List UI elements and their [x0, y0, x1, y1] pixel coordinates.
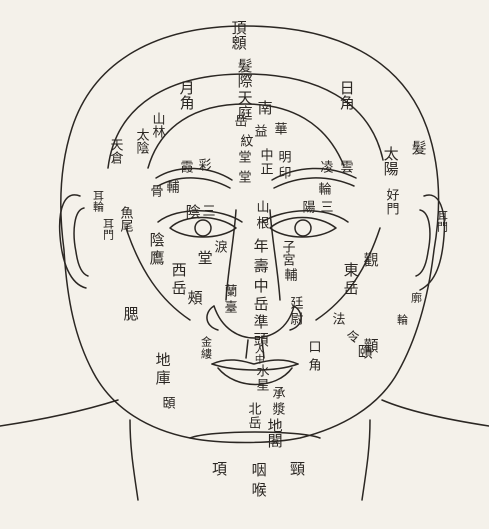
label-chuan: 廷 [288, 296, 302, 309]
label-yang3: 陽 [300, 200, 314, 213]
label-lanyai: 蘭 [222, 284, 236, 297]
label-shui: 水 [254, 364, 268, 377]
label-shanlin: 山林 [150, 112, 164, 138]
label-ku: 庫 [154, 370, 170, 385]
label-shan: 山 [254, 200, 268, 213]
label-san2: 三 [318, 200, 332, 213]
nostril-left [207, 306, 218, 330]
label-gu: 骨 [148, 184, 162, 197]
label-jia: 頰 [186, 290, 202, 305]
label-cheng: 承 [270, 386, 284, 399]
label-yinzhi: 陰 [148, 232, 164, 247]
label-xing: 星 [254, 378, 268, 391]
label-tang1: 堂 [236, 150, 250, 163]
label-dongyue: 東 [342, 262, 358, 277]
label-ermen: 耳門 [102, 218, 113, 240]
label-men: 門 [384, 202, 398, 215]
label-yuwei: 魚尾 [118, 206, 132, 232]
label-yan3: 咽 [250, 462, 266, 477]
label-lun2: 輪 [396, 314, 407, 325]
label-yue: 岳 [232, 114, 246, 127]
label-ling: 令 [344, 330, 358, 343]
label-zheng: 正 [258, 162, 272, 175]
neck-left [130, 420, 138, 500]
chin [190, 432, 320, 438]
label-zhi2: 頣 [160, 396, 174, 409]
label-fa: 髮 [410, 140, 426, 155]
label-renzhong: 人中 [252, 344, 262, 364]
label-yue3: 岳 [170, 280, 186, 295]
label-rijiao: 日角 [338, 80, 354, 110]
label-ming: 明 [276, 150, 290, 163]
label-jiang: 漿 [270, 402, 284, 415]
label-dige: 地 [154, 352, 170, 367]
label-shou: 壽 [252, 258, 268, 273]
label-zhong: 中 [258, 148, 272, 161]
label-fu3: 縷 [200, 348, 211, 359]
label-nanyue: 南 [256, 100, 272, 115]
label-yin3: 陰 [184, 204, 200, 219]
label-fajii: 髮際 [236, 58, 252, 88]
label-haoshen: 好 [384, 188, 398, 201]
label-tiancang: 天倉 [108, 138, 122, 164]
label-xiyue: 西 [170, 262, 186, 277]
label-fu: 輔 [164, 180, 178, 193]
head-outline [61, 26, 439, 443]
label-zhi: 鷹 [148, 250, 164, 265]
label-jing: 頸 [290, 462, 305, 478]
label-bei: 北 [246, 402, 260, 415]
label-wen: 紋 [238, 134, 252, 147]
right-brow-lower [274, 178, 354, 188]
label-ji: 金 [200, 336, 211, 347]
label-zhongyue: 中 [252, 278, 268, 293]
label-lei: 淚 [212, 240, 226, 253]
label-yun: 雲 [338, 160, 352, 173]
label-dingtou: 頂顖 [230, 20, 246, 50]
label-xingjian: 凌 [318, 160, 332, 173]
neck-right [362, 420, 370, 500]
label-gu2: 頤 [356, 344, 372, 359]
label-fu2: 輔 [282, 268, 296, 281]
label-hou: 喉 [250, 482, 266, 497]
label-gen: 根 [254, 216, 268, 229]
shoulder-right [382, 400, 489, 426]
label-kuijiao: 地閣 [266, 418, 282, 448]
label-san: 三 [200, 204, 214, 217]
label-sai: 腮 [122, 306, 138, 321]
label-lunfu: 輪 [316, 182, 330, 195]
label-yin: 印 [276, 166, 290, 179]
label-yan: 益 [252, 124, 266, 137]
label-wei: 尉 [288, 312, 302, 325]
label-taiyin: 太陰 [134, 128, 148, 154]
left-eye-pupil [195, 220, 211, 236]
right-ear-inner [416, 210, 430, 276]
label-jiao: 角 [306, 358, 320, 371]
label-xiang: 項 [212, 462, 227, 478]
shoulder-left [0, 400, 118, 426]
label-erlun: 耳輪 [92, 190, 103, 212]
label-zigong: 子宮 [280, 240, 294, 266]
label-tang3: 堂 [196, 250, 212, 265]
label-qiang: 觀 [362, 252, 378, 267]
label-tai: 臺 [222, 300, 236, 313]
label-ear-right: 耳門 [436, 210, 447, 232]
label-yingmen: 廓 [410, 292, 421, 303]
label-fa2: 法 [330, 312, 344, 325]
label-kou: 口 [306, 340, 320, 353]
label-xia: 霞 [178, 160, 192, 173]
label-yue4: 岳 [252, 296, 268, 311]
right-eye-pupil [295, 220, 311, 236]
label-yue2: 岳 [342, 280, 358, 295]
label-hua: 華 [272, 122, 286, 135]
label-yuejiao: 月角 [178, 80, 194, 110]
label-mi: 彩 [196, 158, 210, 171]
label-jingshu: 準 [252, 314, 268, 329]
label-taiyang: 太陽 [382, 146, 398, 176]
left-ear-inner [74, 208, 88, 276]
label-nian: 年 [252, 238, 268, 253]
label-yue5: 岳 [246, 416, 260, 429]
label-tang2: 堂 [236, 170, 250, 183]
